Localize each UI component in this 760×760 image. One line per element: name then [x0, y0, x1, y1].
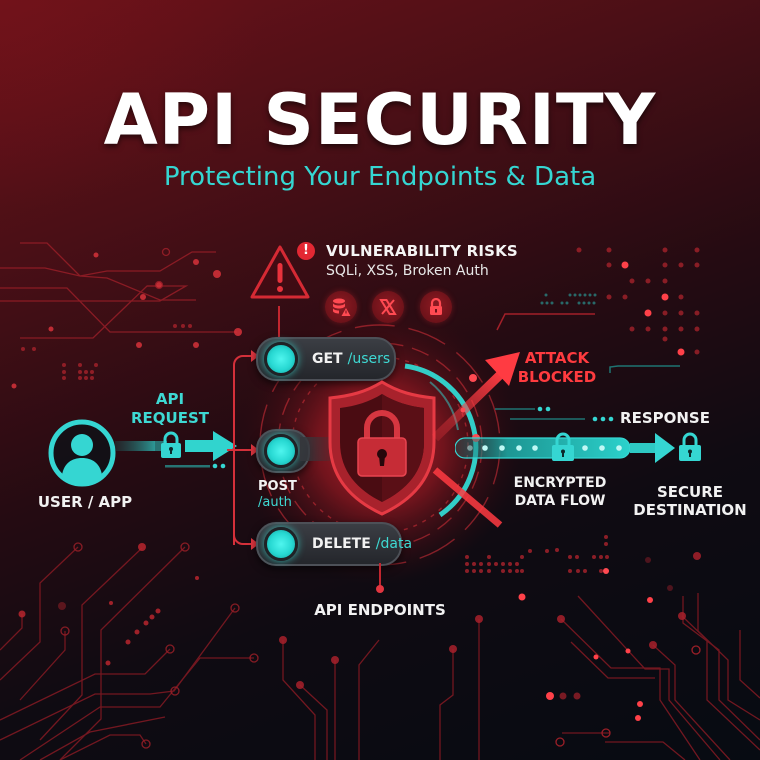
triangle-connector: [278, 306, 280, 340]
api-request-line2: REQUEST: [130, 409, 209, 427]
lock-icon: [420, 291, 452, 323]
endpoint-path: /users: [347, 351, 391, 367]
response-label: RESPONSE: [620, 409, 710, 427]
endpoint-delete-data[interactable]: DELETE /data: [256, 522, 412, 566]
vulnerability-subtitle: SQLi, XSS, Broken Auth: [326, 263, 489, 279]
endpoint-method: POST: [258, 479, 297, 494]
endpoint-method: GET: [312, 351, 343, 367]
x-icon: [372, 291, 404, 323]
page-title: API SECURITY: [103, 79, 657, 161]
flow-line2: DATA FLOW: [514, 493, 606, 509]
destination-line1: SECURE: [656, 483, 724, 501]
endpoint-router: [227, 350, 259, 550]
user-app-label: USER / APP: [37, 493, 133, 511]
destination-lock-icon: [679, 432, 701, 461]
attack-line2: BLOCKED: [517, 368, 597, 386]
attack-line1: ATTACK: [524, 349, 590, 367]
endpoints-connector: [379, 563, 381, 587]
destination-line2: DESTINATION: [633, 501, 747, 519]
database-warning-icon: [325, 291, 357, 323]
shield-lock-icon: [328, 380, 436, 516]
vulnerability-title: VULNERABILITY RISKS: [326, 242, 518, 260]
api-endpoints-label: API ENDPOINTS: [314, 601, 446, 619]
endpoint-path: /auth: [258, 495, 292, 510]
endpoint-path: /data: [375, 536, 413, 552]
flow-line1: ENCRYPTED: [513, 475, 607, 491]
endpoint-get-users[interactable]: GET /users: [256, 337, 396, 381]
endpoints-connector-dot: [376, 585, 384, 593]
endpoint-status-dot: [264, 342, 298, 376]
endpoint-status-dot: [264, 434, 298, 468]
endpoint-status-dot: [264, 527, 298, 561]
user-icon: [48, 419, 116, 487]
request-lock-icon: [161, 431, 181, 458]
exclamation-badge-icon: !: [297, 242, 315, 260]
encrypted-flow-label: ENCRYPTED DATA FLOW: [505, 474, 615, 510]
api-request-line1: API: [155, 390, 185, 408]
page-subtitle: Protecting Your Endpoints & Data: [163, 162, 597, 192]
encrypted-flow-bar: [455, 406, 675, 463]
secure-destination-label: SECURE DESTINATION: [630, 483, 750, 519]
flow-lock-icon: [552, 432, 574, 461]
api-request-label: API REQUEST: [130, 390, 210, 428]
attack-blocked-label: ATTACK BLOCKED: [512, 349, 602, 387]
warning-triangle-icon: [250, 245, 310, 299]
endpoint-method: DELETE: [312, 536, 371, 552]
post-auth-label: POST /auth: [258, 479, 302, 511]
